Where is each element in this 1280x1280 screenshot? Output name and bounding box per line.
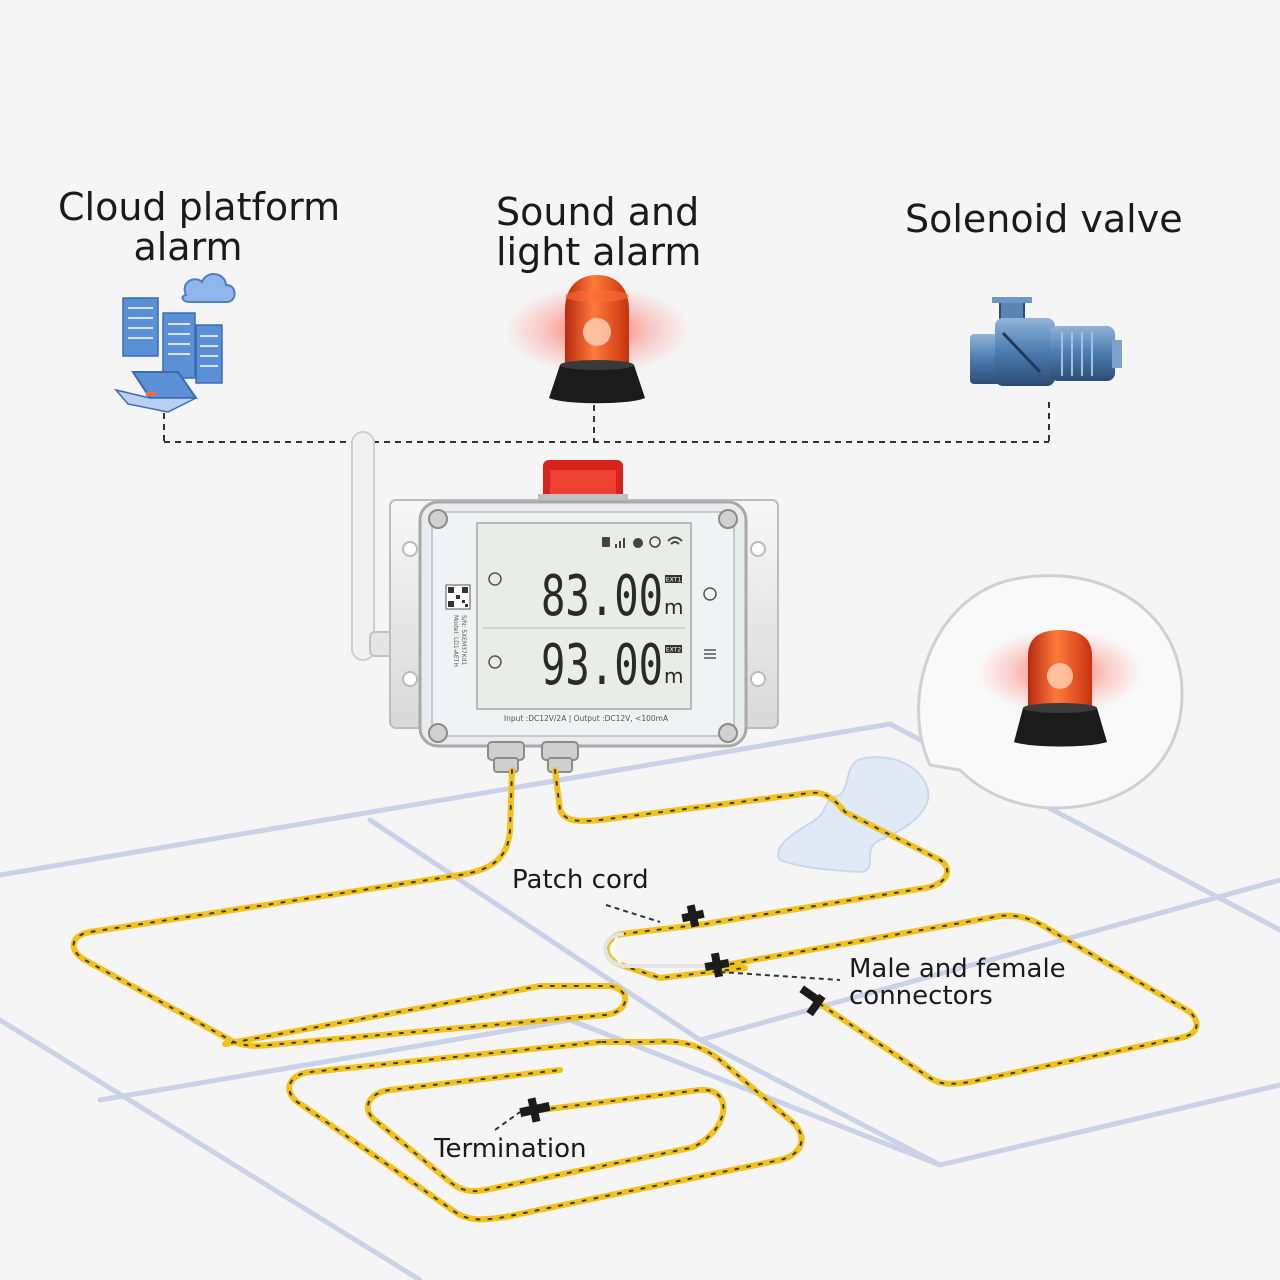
cloud-label-line1: Cloud platform xyxy=(58,185,341,229)
solenoid-valve-icon xyxy=(970,297,1122,386)
serial-label: S/N: 5XEM37Kd1 xyxy=(460,615,467,666)
connectors-label-line1: Male and female xyxy=(849,954,1066,984)
connectors-label: Male and female connectors xyxy=(849,954,1066,1012)
sound-light-alarm-label: Sound and light alarm xyxy=(496,190,702,274)
patch-cord-label: Patch cord xyxy=(512,865,649,895)
alarm-link-dashed xyxy=(163,402,1050,443)
strobe-alarm-icon xyxy=(505,275,689,404)
reading-1: 83.00 xyxy=(541,564,663,629)
cloud-server-icon xyxy=(113,273,236,413)
sensing-cable xyxy=(74,767,1197,1219)
sensor-icon xyxy=(488,655,502,669)
strobe-alarm-zoom-icon xyxy=(978,630,1142,747)
cable-connectors xyxy=(519,904,826,1123)
reading-2: 93.00 xyxy=(541,633,663,698)
leak-detector-device: EXT1 EXT2 83.00 m 93.00 m Model: LD1-AET… xyxy=(389,499,779,773)
unit-2: m xyxy=(664,664,683,688)
sensor-icon xyxy=(488,572,502,586)
ext2-tag: EXT2 xyxy=(666,647,681,654)
cloud-label-line2: alarm xyxy=(133,224,243,269)
model-label: Model: LD1-AETH xyxy=(452,615,459,667)
cloud-platform-alarm-label: Cloud platform alarm xyxy=(58,185,341,269)
floor-grid xyxy=(0,721,1280,1280)
gear-icon xyxy=(703,587,717,601)
solenoid-valve-label: Solenoid valve xyxy=(905,197,1183,241)
power-spec: Input :DC12V/2A | Output :DC12V, <100mA xyxy=(504,714,669,723)
connectors-label-line2: connectors xyxy=(849,981,993,1012)
unit-1: m xyxy=(664,595,683,619)
sound-label-line1: Sound and xyxy=(496,190,700,234)
label-leaders xyxy=(494,904,841,1131)
termination-label: Termination xyxy=(434,1134,587,1164)
ext1-tag: EXT1 xyxy=(666,577,681,584)
menu-icon xyxy=(704,649,716,659)
sound-label-line2: light alarm xyxy=(496,229,702,274)
device-beacon xyxy=(538,460,628,504)
